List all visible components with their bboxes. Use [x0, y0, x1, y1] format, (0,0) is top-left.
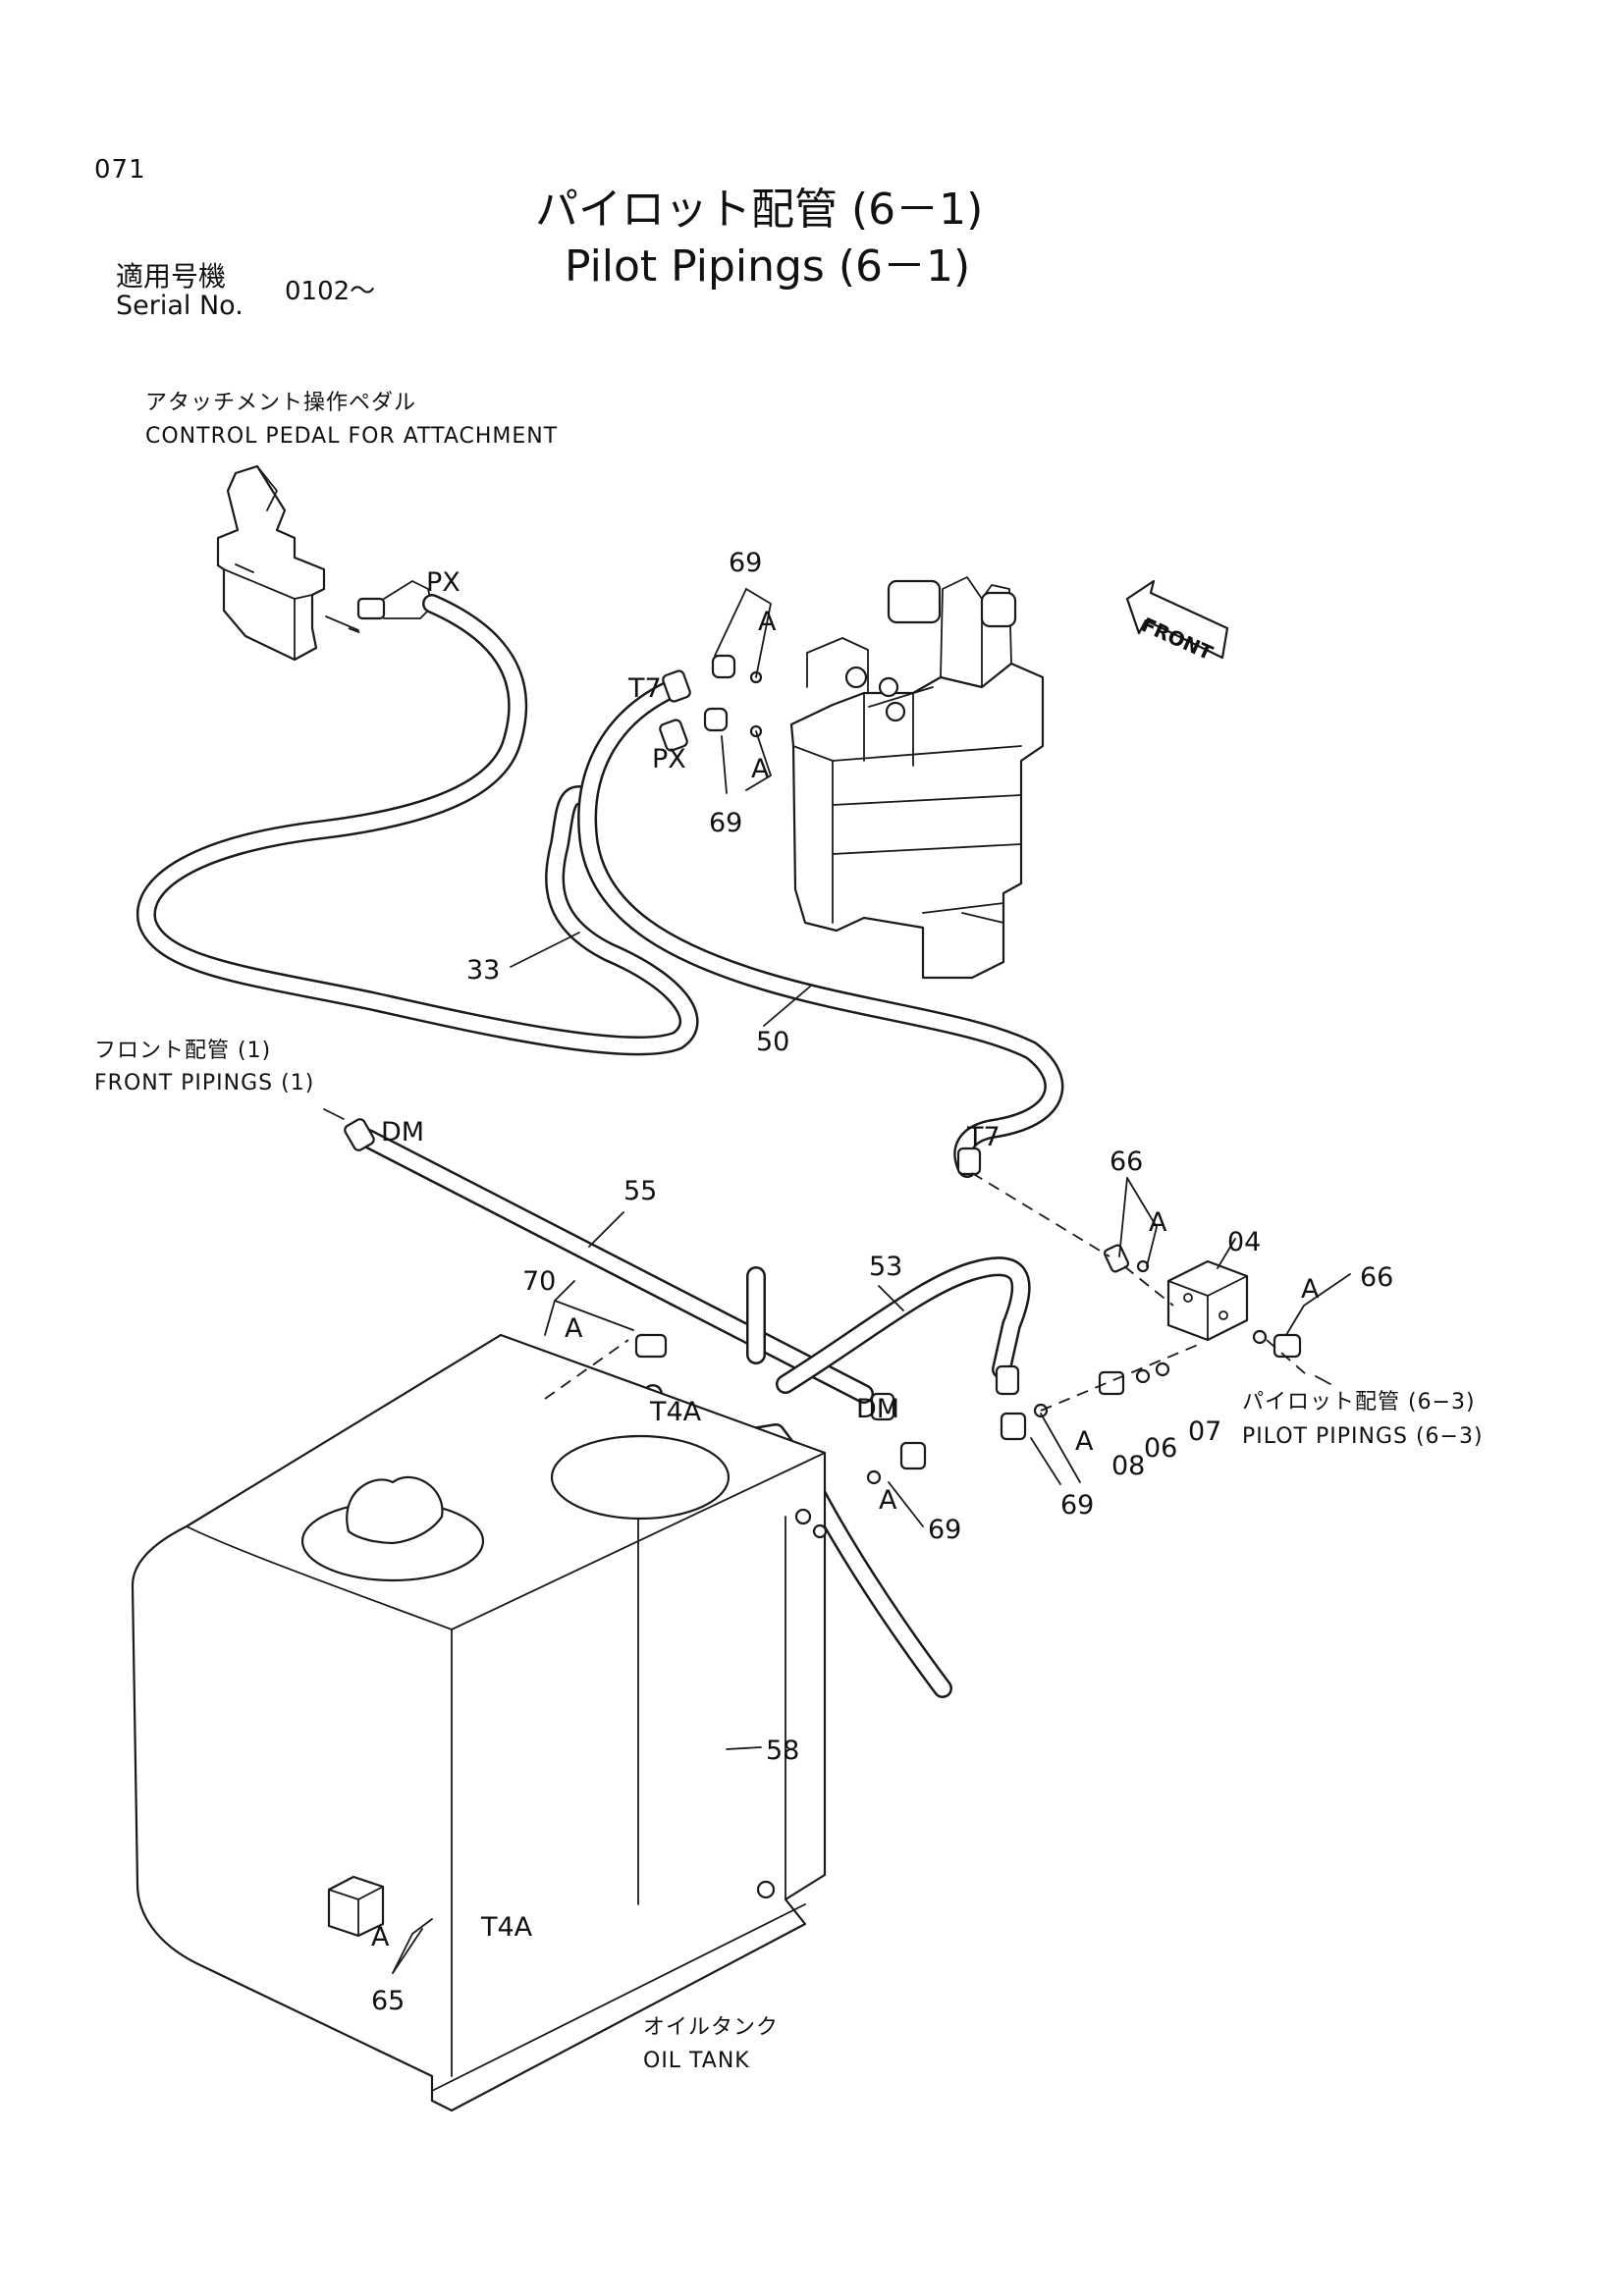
callout-07: 07: [1188, 1416, 1222, 1447]
front-direction-arrow: [1125, 579, 1229, 660]
callout-69: 69: [709, 808, 743, 838]
callout-53: 53: [869, 1252, 903, 1282]
callout-a: A: [565, 1313, 583, 1344]
front-pipings-label-jp: フロント配管 (1): [94, 1039, 272, 1063]
callout-a: A: [1149, 1207, 1167, 1238]
port-label-t4a: T4A: [650, 1397, 702, 1427]
control-pedal-label-jp: アタッチメント操作ペダル: [145, 391, 417, 415]
pilot-pipings-label-en: PILOT PIPINGS (6−3): [1242, 1424, 1484, 1449]
callout-a: A: [751, 754, 770, 784]
port-label-t7: T7: [628, 673, 662, 704]
port-label-dm: DM: [856, 1394, 900, 1424]
callout-65: 65: [371, 1986, 406, 2016]
callout-69: 69: [928, 1515, 962, 1545]
callout-69: 69: [729, 548, 763, 578]
callout-66: 66: [1110, 1147, 1144, 1177]
port-label-px: PX: [652, 744, 686, 774]
callout-04: 04: [1227, 1227, 1262, 1257]
serial-number-value: 0102～: [285, 277, 376, 306]
oil-tank-drawing: [131, 1333, 828, 2112]
callout-69: 69: [1060, 1490, 1095, 1521]
control-pedal-drawing: [216, 464, 433, 662]
callout-a: A: [758, 607, 777, 637]
callout-a: A: [1301, 1274, 1320, 1305]
front-pipings-label-en: FRONT PIPINGS (1): [94, 1071, 315, 1095]
control-pedal-label-en: CONTROL PEDAL FOR ATTACHMENT: [145, 424, 559, 449]
pilot-pipings-label-jp: パイロット配管 (6−3): [1242, 1390, 1476, 1415]
callout-55: 55: [623, 1176, 658, 1206]
callout-58: 58: [766, 1735, 800, 1766]
callout-08: 08: [1111, 1451, 1146, 1481]
oil-tank-label-en: OIL TANK: [643, 2049, 750, 2073]
fittings: [344, 654, 1302, 1964]
hose-33: [135, 594, 699, 1056]
page-number: 071: [94, 155, 146, 185]
port-label-dm: DM: [381, 1117, 425, 1148]
port-label-t4a: T4A: [481, 1912, 533, 1943]
callout-70: 70: [522, 1266, 557, 1297]
callout-06: 06: [1144, 1433, 1178, 1464]
oil-tank-label-jp: オイルタンク: [643, 2015, 780, 2040]
hose-50: [577, 677, 1064, 1178]
page-title-english: Pilot Pipings (6－1): [565, 241, 971, 292]
callout-a: A: [1075, 1426, 1094, 1457]
manifold-block-04: [1166, 1259, 1249, 1342]
control-valve-drawing: [789, 576, 1045, 980]
page-title-japanese: パイロット配管 (6－1): [535, 185, 984, 235]
hose-55: [358, 1129, 874, 1404]
callout-50: 50: [756, 1027, 790, 1057]
callout-66: 66: [1360, 1262, 1394, 1293]
port-label-px: PX: [426, 567, 460, 598]
serial-label-english: Serial No.: [116, 291, 244, 321]
leader-lines: [323, 588, 1351, 1974]
callout-33: 33: [466, 955, 501, 986]
hose-53: [776, 1256, 1031, 1394]
port-label-t7: T7: [967, 1122, 1001, 1152]
callout-a: A: [371, 1922, 390, 1952]
callout-a: A: [879, 1485, 897, 1516]
serial-label-japanese: 適用号機: [116, 260, 227, 293]
